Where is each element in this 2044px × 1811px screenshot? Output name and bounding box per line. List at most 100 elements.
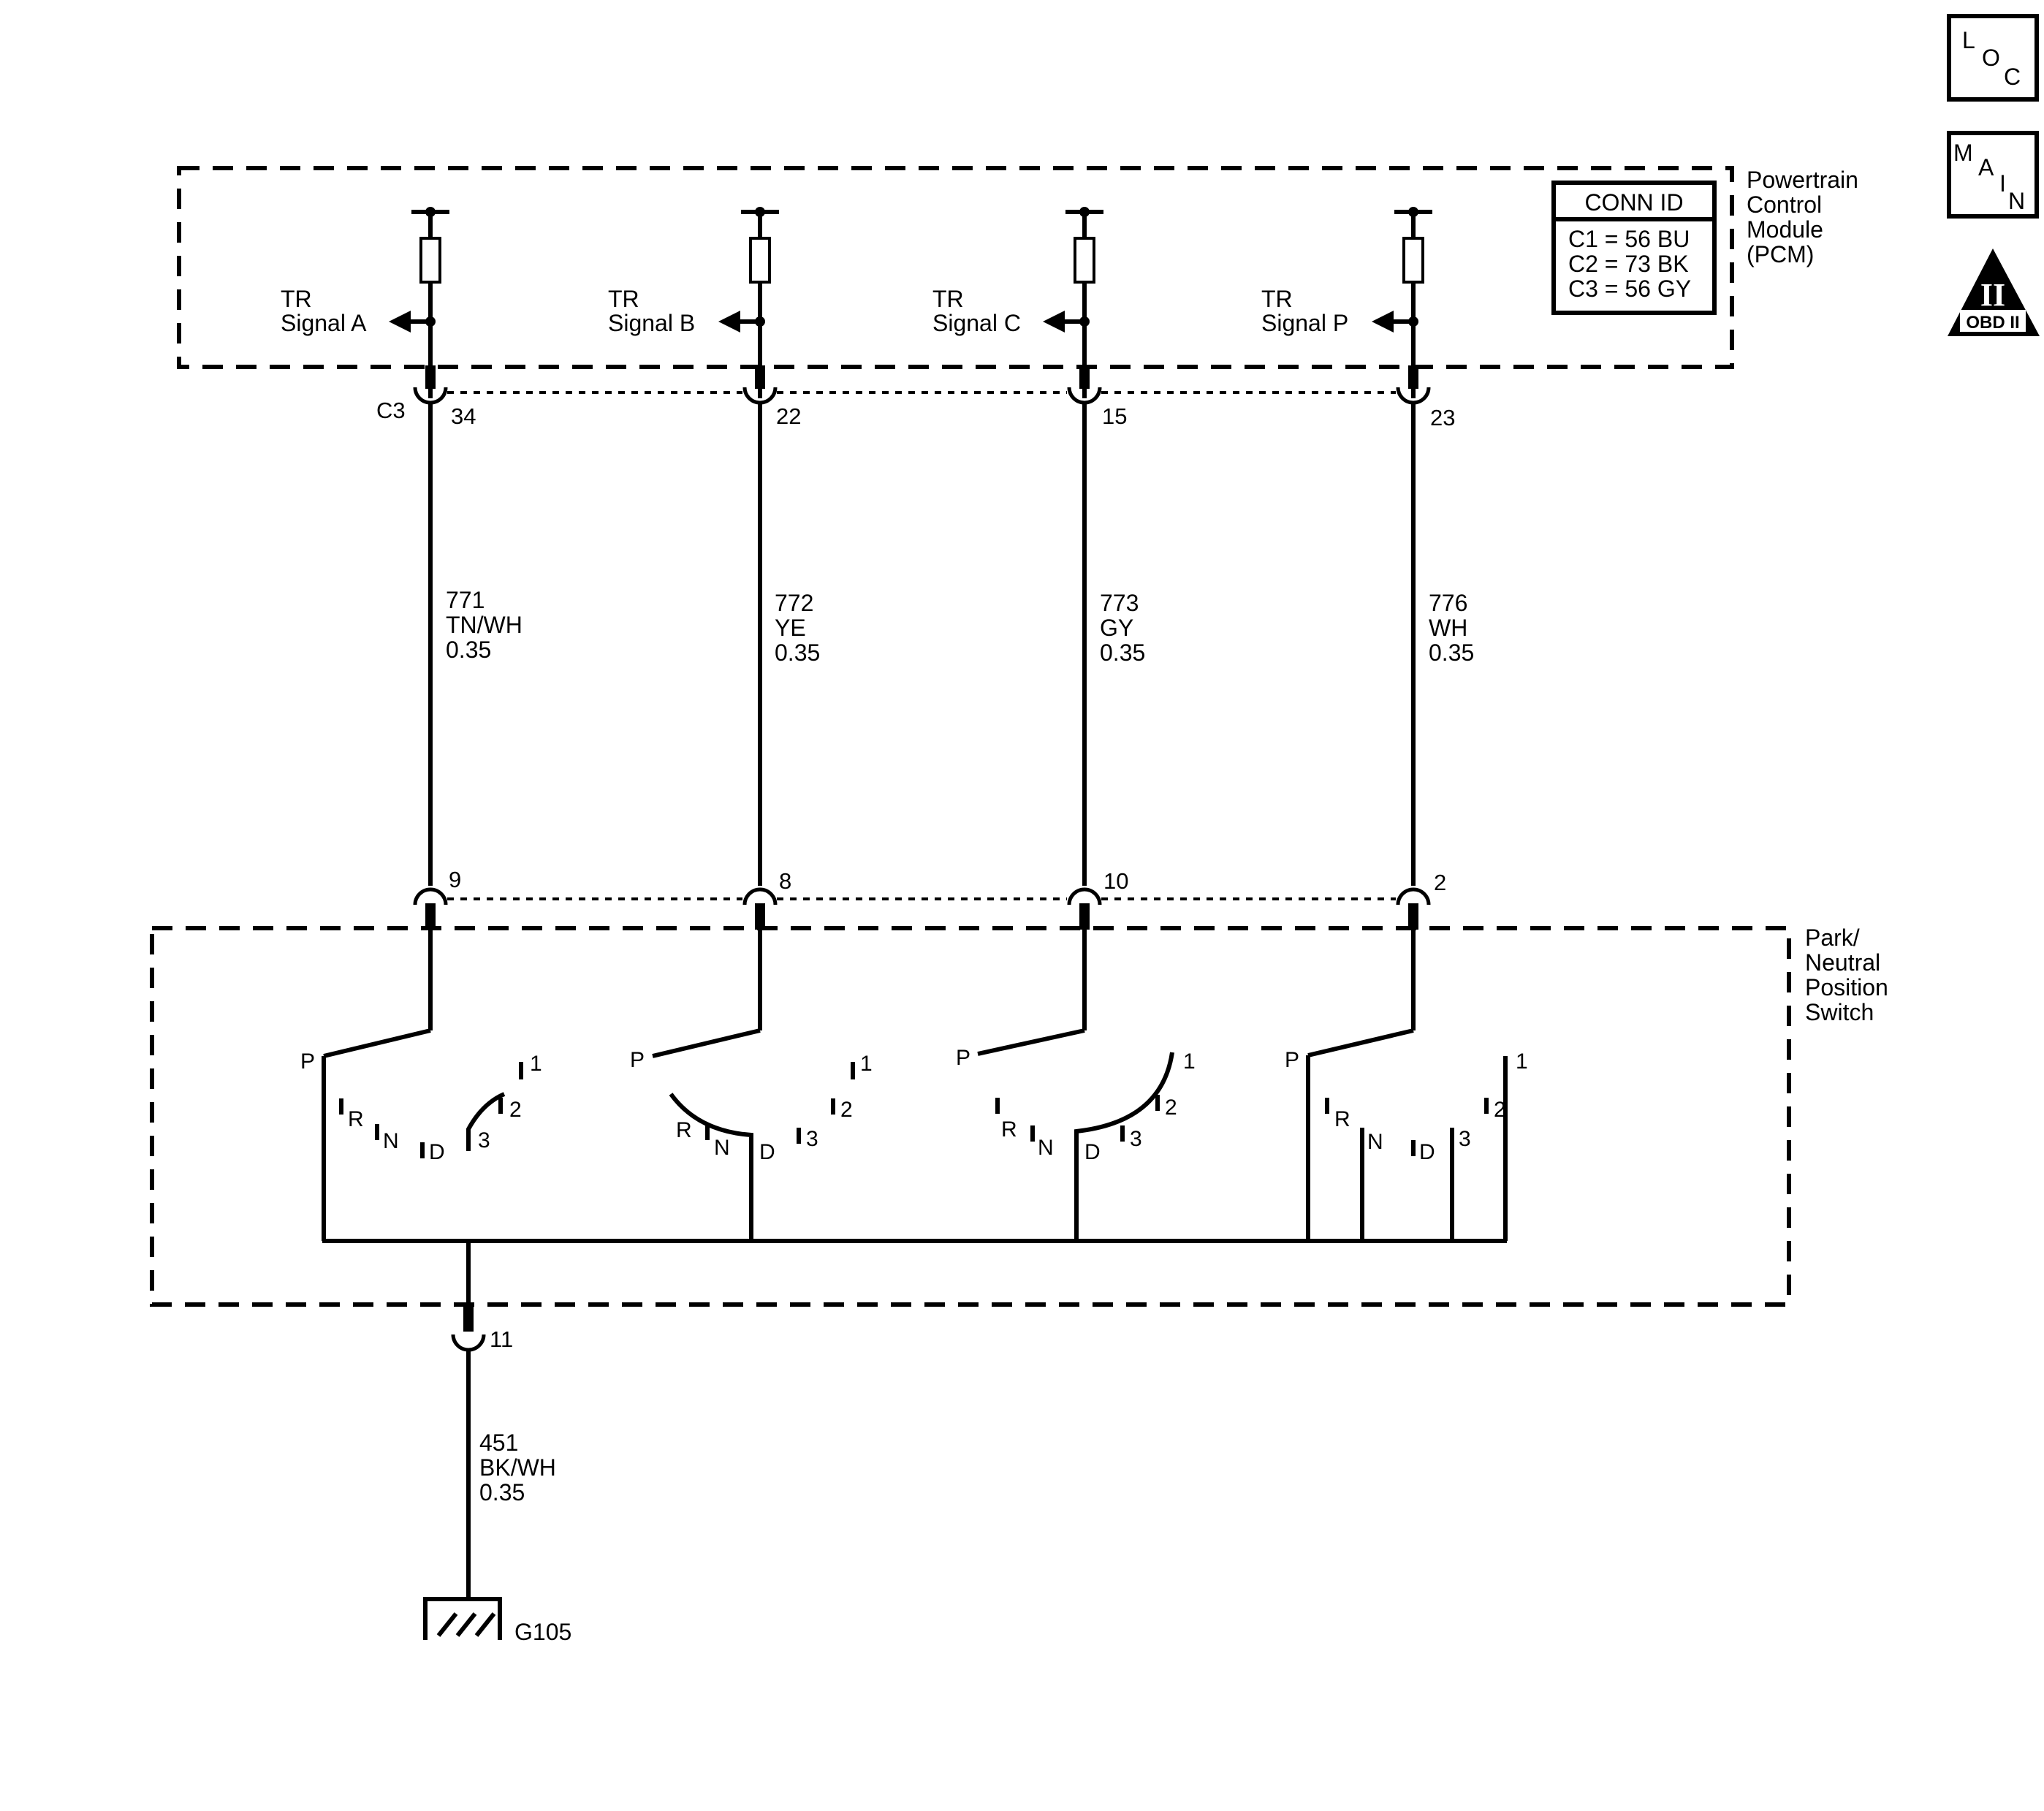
sw-a-label-2: 2 (509, 1098, 522, 1122)
c3-pin-signal-b: 22 (776, 403, 801, 429)
main-icon[interactable]: M A I N (1947, 131, 2039, 219)
ground-pin-11: 11 (490, 1326, 513, 1352)
wire-label-773: 773 GY 0.35 (1100, 590, 1145, 666)
main-letter-m: M (1953, 140, 1973, 166)
sw-a-label-r: R (348, 1107, 364, 1131)
switch-name-line-2: Neutral (1805, 949, 1880, 976)
c3-pin-signal-p: 23 (1430, 405, 1455, 430)
sw-p-label-2: 2 (1494, 1098, 1506, 1122)
switch-pin-8: 8 (779, 868, 791, 894)
sw-a-label-p: P (300, 1049, 315, 1074)
signal-p-line2: Signal P (1261, 310, 1348, 336)
wire-772-circuit: 772 (775, 590, 813, 616)
sw-b-label-2: 2 (840, 1098, 853, 1122)
conn-id-row-c3: C3 = 56 GY (1568, 276, 1691, 302)
wire-451-color: BK/WH (479, 1454, 556, 1481)
signal-c-line1: TR (932, 286, 964, 312)
pcm-name-line-4: (PCM) (1747, 241, 1814, 267)
sw-a-label-3: 3 (478, 1128, 490, 1153)
sw-c-label-3: 3 (1130, 1127, 1142, 1151)
switch-pin-10: 10 (1103, 868, 1128, 894)
sw-b-label-3: 3 (806, 1127, 818, 1151)
pcm-channel-signal-p: TR Signal P (1261, 207, 1432, 398)
sw-b-label-n: N (714, 1136, 730, 1160)
sw-a-label-1: 1 (530, 1052, 542, 1076)
wire-773-color: GY (1100, 615, 1133, 641)
sw-p-label-d: D (1419, 1140, 1435, 1164)
ground-label-g105: G105 (514, 1619, 571, 1645)
switch-name-line-3: Position (1805, 974, 1888, 1001)
switch-pin-2: 2 (1434, 870, 1446, 895)
sw-c-label-d: D (1084, 1140, 1101, 1164)
wire-772-color: YE (775, 615, 806, 641)
signal-p-line1: TR (1261, 286, 1293, 312)
switch-pin-9: 9 (449, 867, 461, 892)
sw-c-label-p: P (956, 1046, 970, 1070)
signal-b-line2: Signal B (608, 310, 695, 336)
signal-p-arrow-icon (1372, 311, 1394, 333)
sw-p-label-1: 1 (1516, 1049, 1528, 1074)
obd-ii-icon[interactable]: II OBD II (1948, 248, 2040, 336)
switch-module-outline (150, 926, 1791, 1307)
obd-label: OBD II (1966, 313, 2019, 333)
wire-label-451: 451 BK/WH 0.35 (479, 1430, 556, 1506)
switch-section-p: P R N D 3 2 1 (1285, 928, 1528, 1241)
c3-pin-signal-a: 34 (451, 403, 476, 429)
switch-name-line-1: Park/ (1805, 925, 1860, 951)
pcm-module-outline (177, 166, 1734, 369)
wire-776-color: WH (1429, 615, 1467, 641)
wire-773-gauge: 0.35 (1100, 639, 1145, 666)
pcm-name-line-3: Module (1747, 216, 1823, 243)
sw-p-label-3: 3 (1459, 1127, 1471, 1151)
signal-c-arrow-icon (1043, 311, 1065, 333)
wire-label-772: 772 YE 0.35 (775, 590, 820, 666)
pcm-channel-signal-c: TR Signal C (932, 207, 1103, 398)
pcm-connector-c3: C3 34 22 15 23 (376, 365, 1455, 430)
main-letter-a: A (1978, 154, 1994, 181)
loc-letter-l: L (1962, 27, 1975, 53)
sw-b-label-r: R (676, 1118, 692, 1142)
wire-776-circuit: 776 (1429, 590, 1467, 616)
signal-b-arrow-icon (718, 311, 740, 333)
signal-c-line2: Signal C (932, 310, 1021, 336)
sw-p-label-r: R (1334, 1107, 1350, 1131)
signal-a-line1: TR (281, 286, 312, 312)
conn-id-row-c2: C2 = 73 BK (1568, 251, 1689, 277)
sw-b-label-d: D (759, 1140, 775, 1164)
switch-section-b: P R N D 3 2 1 (630, 928, 873, 1241)
signal-b-line1: TR (608, 286, 639, 312)
conn-id-row-c1: C1 = 56 BU (1568, 226, 1690, 252)
loc-letter-o: O (1982, 45, 2000, 71)
pcm-channel-signal-a: TR Signal A (281, 207, 449, 398)
sw-c-label-2: 2 (1165, 1096, 1177, 1120)
loc-letter-c: C (2004, 64, 2021, 90)
pcm-name-line-1: Powertrain (1747, 167, 1858, 193)
switch-section-c: P R N D 3 2 1 (956, 928, 1196, 1241)
wire-771-circuit: 771 (446, 587, 485, 613)
sw-c-label-n: N (1038, 1136, 1054, 1160)
wire-771-color: TN/WH (446, 612, 523, 638)
sw-p-label-n: N (1367, 1130, 1383, 1154)
pcm-name-line-2: Control (1747, 191, 1822, 218)
switch-connector: 9 8 10 2 (413, 867, 1446, 930)
wire-773-circuit: 773 (1100, 590, 1139, 616)
loc-icon[interactable]: L O C (1947, 14, 2039, 102)
pcm-channel-signal-b: TR Signal B (608, 207, 779, 398)
sw-c-label-1: 1 (1183, 1049, 1196, 1074)
ground-connector: 11 (451, 1302, 513, 1352)
wire-451-circuit: 451 (479, 1430, 518, 1456)
obd-numeral: II (1980, 277, 2005, 313)
ground-symbol-icon (423, 1597, 502, 1640)
wire-451-gauge: 0.35 (479, 1479, 525, 1506)
conn-id-table: CONN ID C1 = 56 BU C2 = 73 BK C3 = 56 GY (1551, 181, 1717, 315)
wire-771-gauge: 0.35 (446, 637, 491, 663)
sw-a-label-d: D (429, 1140, 445, 1164)
wire-label-771: 771 TN/WH 0.35 (446, 587, 523, 663)
signal-a-line2: Signal A (281, 310, 367, 336)
sw-p-label-p: P (1285, 1048, 1299, 1072)
wire-772-gauge: 0.35 (775, 639, 820, 666)
sw-b-label-1: 1 (860, 1052, 873, 1076)
main-letter-n: N (2008, 188, 2025, 214)
